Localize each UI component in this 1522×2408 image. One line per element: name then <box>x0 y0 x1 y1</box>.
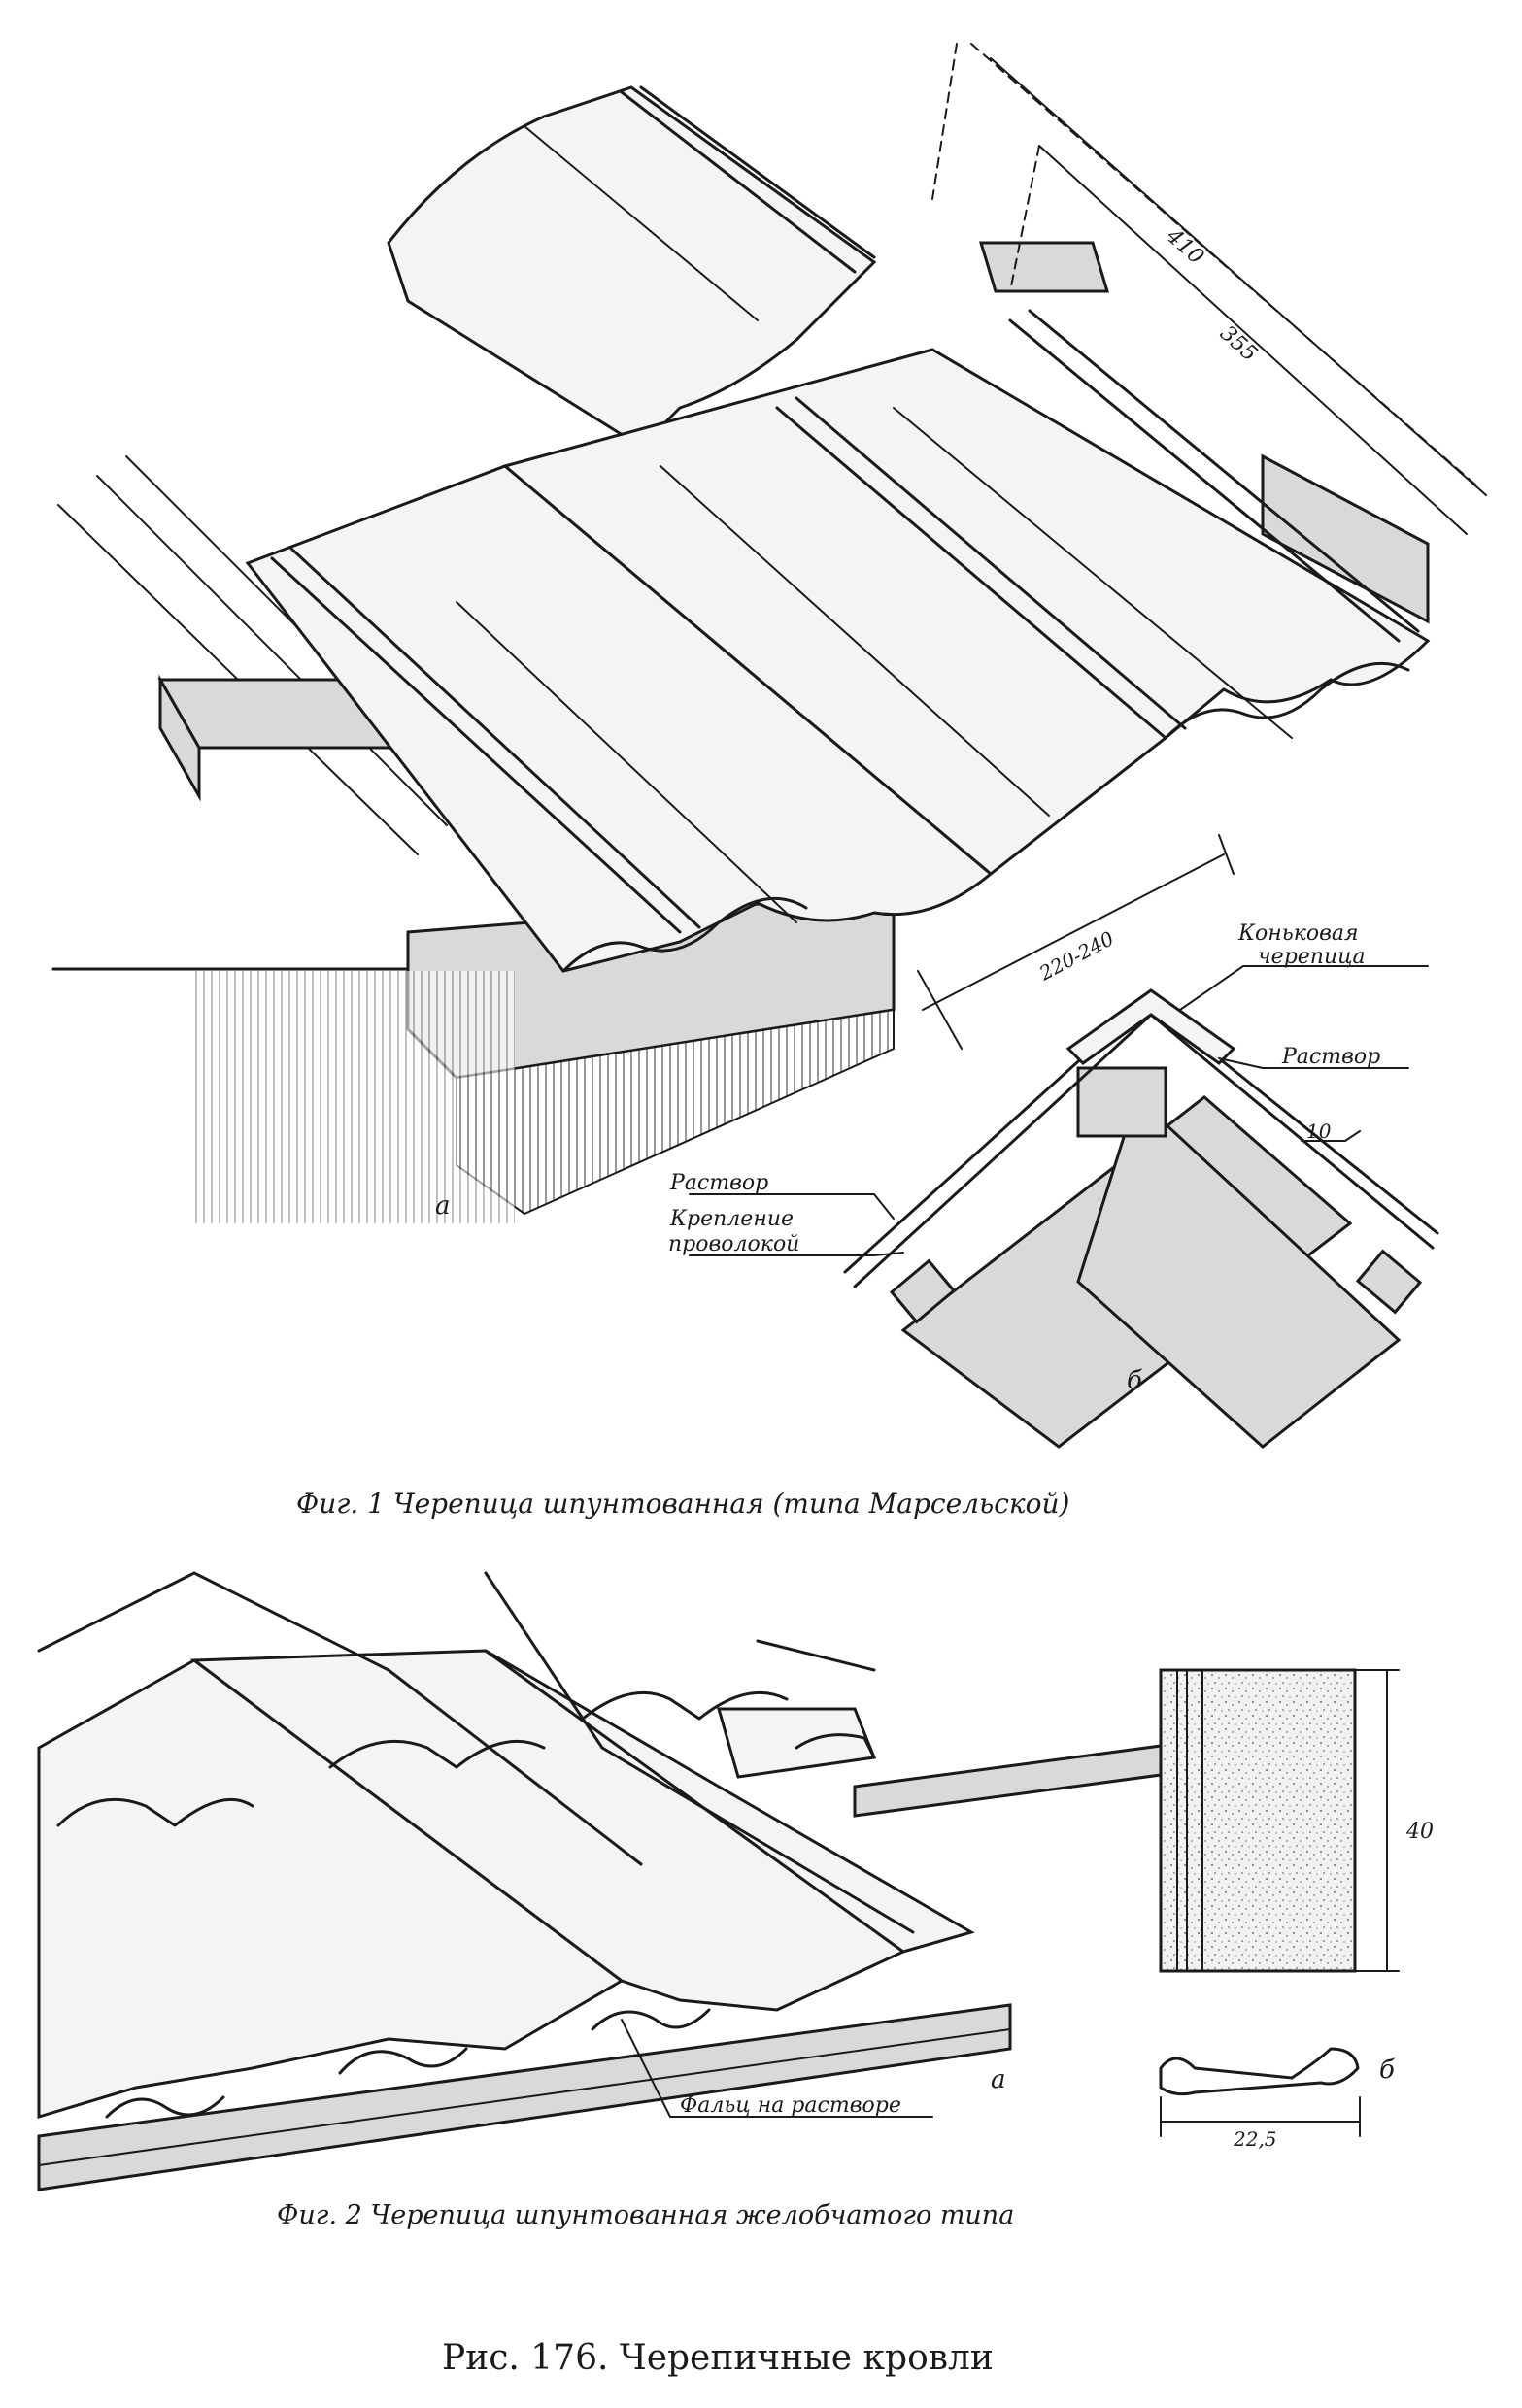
fig1-caption: Фиг. 1 Черепица шпунтованная (типа Марсе… <box>296 1488 1069 1520</box>
label-seam-on-mortar: Фальц на растворе <box>680 2093 901 2118</box>
tile-top-view <box>1159 1668 1357 1973</box>
fig2-caption: Фиг. 2 Черепица шпунтованная желобчатого… <box>277 2200 1014 2230</box>
tile-profile <box>1159 2047 1360 2096</box>
fig1-view-b-letter: б <box>1127 1366 1142 1395</box>
dim-40-label: 40 <box>1405 1820 1434 1844</box>
label-wire-line2: проволокой <box>668 1232 799 1256</box>
marseille-tiles <box>245 85 1431 973</box>
ridge-tile <box>1065 988 1236 1065</box>
label-mortar-left: Раствор <box>669 1171 768 1195</box>
dimensions-fig1a <box>917 43 1487 1050</box>
fig1-view-a-letter: а <box>435 1191 451 1221</box>
fig2-view-b-letter: б <box>1379 2056 1395 2085</box>
label-wire-line1: Крепление <box>669 1207 794 1231</box>
fig2-view-b <box>1159 1668 1400 2137</box>
eaves-board <box>406 891 896 1216</box>
label-mortar-right: Раствор <box>1281 1045 1380 1069</box>
fig1-view-a: 410 355 220-240 а <box>51 43 1487 1223</box>
fig2-view-a-letter: а <box>991 2065 1006 2094</box>
label-ridge-tile-line1: Коньковая <box>1237 921 1359 946</box>
fig2-view-a <box>37 1571 1221 2191</box>
label-ridge-tile-line2: черепица <box>1258 945 1366 969</box>
fig1-view-b <box>689 965 1439 1449</box>
main-caption: Рис. 176. Черепичные кровли <box>442 2338 994 2378</box>
dim-220-240-label: 220-240 <box>1034 926 1118 986</box>
dim-355-label: 355 <box>1215 321 1262 367</box>
wall-hatching <box>194 971 515 1223</box>
dim-10-label: 10 <box>1306 1120 1332 1143</box>
dim-22-5-label: 22,5 <box>1233 2127 1277 2151</box>
